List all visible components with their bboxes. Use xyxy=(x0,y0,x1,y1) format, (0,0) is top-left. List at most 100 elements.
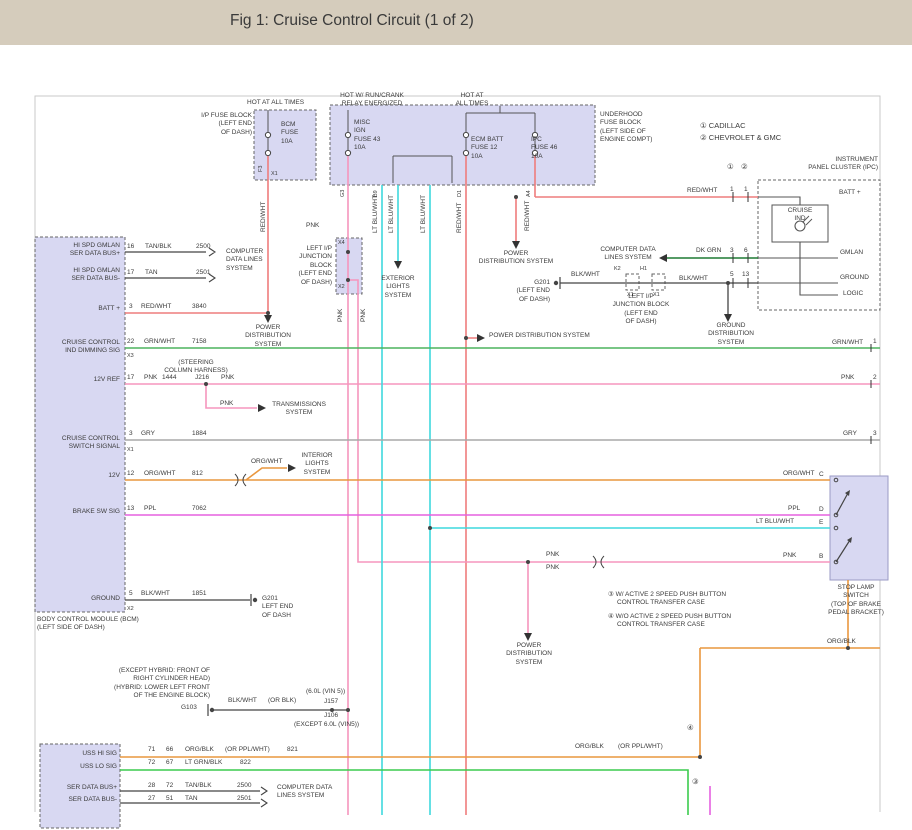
hot-at-all-times-2-label: HOT AT ALL TIMES xyxy=(455,92,489,108)
junction-j106-label: J106 xyxy=(324,712,339,719)
wire-label-ltbluwht-v3: LT BLU/WHT xyxy=(420,194,427,233)
circuit-3840: 3840 xyxy=(192,303,207,310)
wire-label-pnk-mid2: PNK xyxy=(546,564,560,571)
bcm-pin-22: 22 xyxy=(127,338,135,345)
arrow-computer-data-icon xyxy=(659,254,667,262)
bcm-pin-3: 3 xyxy=(129,303,133,310)
bcm-pin-12: 12 xyxy=(127,470,135,477)
arrow-ground-dist-icon xyxy=(724,314,732,322)
underhood-fuse-block-label: UNDERHOOD FUSE BLOCK (LEFT SIDE OF ENGIN… xyxy=(600,111,653,144)
figure-title: Fig 1: Cruise Control Circuit (1 of 2) xyxy=(230,12,474,29)
wire-label-grnwht-right: GRN/WHT xyxy=(832,339,864,346)
transmission-system-label: TRANSMISSIONS SYSTEM xyxy=(272,401,326,417)
bcm-signal-hispd-plus: HI SPD GMLAN SER DATA BUS+ xyxy=(69,242,120,258)
note-active-transfer-case: ③ W/ ACTIVE 2 SPEED PUSH BUTTON CONTROL … xyxy=(608,591,727,607)
wire-label-blkwht: BLK/WHT xyxy=(141,590,170,597)
terminal-g3-label: G3 xyxy=(340,189,346,197)
ipc-pin-3: 3 xyxy=(730,247,734,254)
arrow-power-dist-top-icon xyxy=(512,241,520,249)
wire-label-ppl-right: PPL xyxy=(788,505,801,512)
interior-lights-system-label: INTERIOR LIGHTS SYSTEM xyxy=(301,452,333,476)
bcm-connector-x3: X3 xyxy=(127,353,134,359)
connector-x1b-label: X1 xyxy=(653,292,660,298)
wire-label-pnk-stoplamp: PNK xyxy=(783,552,797,559)
pin-51: 51 xyxy=(166,795,174,802)
circuit-7158: 7158 xyxy=(192,338,207,345)
connector-x1-label: X1 xyxy=(271,171,278,177)
power-dist-system-left-label: POWER DISTRIBUTION SYSTEM xyxy=(245,324,291,348)
wire-label-orblk: (OR BLK) xyxy=(268,697,297,704)
bcm-pin-3b: 3 xyxy=(129,430,133,437)
connector-k2-label: K2 xyxy=(614,266,621,272)
computer-data-lines-bottom-label: COMPUTER DATA LINES SYSTEM xyxy=(277,784,333,800)
legend-chevrolet-gmc: ② CHEVROLET & GMC xyxy=(700,133,782,142)
inline-connector-icons xyxy=(234,473,605,569)
wire-label-blkwht-2: BLK/WHT xyxy=(679,275,708,282)
bcm-fuse-label: BCM FUSE 10A xyxy=(281,121,299,145)
wire-label-orgblk-mid: ORG/BLK xyxy=(575,743,604,750)
junction-j157-label: J157 xyxy=(324,698,339,705)
system-arrow-icons xyxy=(258,241,732,641)
stop-lamp-pin-b: B xyxy=(819,553,824,560)
ipc-title: INSTRUMENT PANEL CLUSTER (IPC) xyxy=(808,156,878,172)
pin-27: 27 xyxy=(148,795,156,802)
wire-label-orgblk: ORG/BLK xyxy=(185,746,214,753)
wire-label-orgwht-right: ORG/WHT xyxy=(783,470,815,477)
exterior-lights-system-label: EXTERIOR LIGHTS SYSTEM xyxy=(381,275,415,299)
wire-label-redwht: RED/WHT xyxy=(141,303,172,310)
uss-lo-sig-label: USS LO SIG xyxy=(80,763,117,770)
wire-label-pnk-v1: PNK xyxy=(337,308,344,322)
wire-label-blkwht-g103: BLK/WHT xyxy=(228,697,257,704)
stop-lamp-switch-contacts xyxy=(833,477,852,565)
circled-2-column-icon: ② xyxy=(741,162,748,171)
wire-label-tanblk: TAN/BLK xyxy=(145,243,172,250)
bcm-signal-12v: 12V xyxy=(108,472,120,479)
wire-label-orgwht: ORG/WHT xyxy=(144,470,176,477)
bottom-module-box xyxy=(39,743,121,829)
stop-lamp-pin-c: C xyxy=(819,471,824,478)
wire-label-ltgrnblk: LT GRN/BLK xyxy=(185,759,223,766)
ipc-pin-13: 13 xyxy=(742,271,750,278)
wire-label-gry-right: GRY xyxy=(843,430,857,437)
wire-label-or-pplwht-mid: (OR PPL/WHT) xyxy=(618,743,663,750)
bcm-connector-x2: X2 xyxy=(127,606,134,612)
connector-pin-ticks xyxy=(732,192,872,444)
wire-red-group xyxy=(125,156,758,815)
underhood-fuse-block-box xyxy=(329,104,596,186)
circuit-2500-bottom: 2500 xyxy=(237,782,252,789)
wire-label-pnk-mid1: PNK xyxy=(546,551,560,558)
hot-run-crank-label: HOT W/ RUN/CRANK RELAY ENERGIZED xyxy=(340,92,404,108)
stop-lamp-switch-box xyxy=(829,475,889,581)
wire-label-ltbluwht-right: LT BLU/WHT xyxy=(756,518,795,525)
uss-hi-sig-label: USS HI SIG xyxy=(82,750,117,757)
legend-cadillac: ① CADILLAC xyxy=(700,121,746,130)
connector-x4-label: X4 xyxy=(338,240,345,246)
ground-symbols xyxy=(207,277,561,716)
bcm-signal-cruise-switch: CRUISE CONTROL SWITCH SIGNAL xyxy=(61,435,120,451)
wire-orange-group xyxy=(120,467,880,758)
edge-pin-2: 2 xyxy=(873,374,877,381)
cruise-indicator-lamp-icon xyxy=(794,220,806,232)
pin-66: 66 xyxy=(166,746,174,753)
note-wo-active-transfer-case: ④ W/O ACTIVE 2 SPEED PUSH BUTTON CONTROL… xyxy=(608,613,732,629)
power-dist-system-bottom-label: POWER DISTRIBUTION SYSTEM xyxy=(506,642,552,666)
ipc-batt-label: BATT + xyxy=(839,189,861,196)
wire-label-pnk-v2: PNK xyxy=(360,308,367,322)
pin-67: 67 xyxy=(166,759,174,766)
ecm-batt-fuse-label: ECM BATT FUSE 12 10A xyxy=(471,136,504,160)
wire-label-pnk-ref2: PNK xyxy=(221,374,235,381)
wire-label-or-pplwht: (OR PPL/WHT) xyxy=(225,746,270,753)
stop-lamp-switch-caption: STOP LAMP SWITCH (TOP OF BRAKE PEDAL BRA… xyxy=(828,584,884,617)
ipc-logic-label: LOGIC xyxy=(843,290,864,297)
note-6-0l-vin5: (6.0L (VIN 5)) xyxy=(306,688,346,695)
pin-72: 72 xyxy=(148,759,156,766)
circuit-2501: 2501 xyxy=(196,269,211,276)
ipc-pin-1b: 1 xyxy=(744,186,748,193)
power-dist-system-mid-label: POWER DISTRIBUTION SYSTEM xyxy=(489,332,590,339)
g201-left-ground-icon xyxy=(252,597,258,603)
ground-dist-system-label: GROUND DISTRIBUTION SYSTEM xyxy=(708,322,754,346)
component-blocks xyxy=(34,104,881,829)
ip-fuse-block-label: I/P FUSE BLOCK (LEFT END OF DASH) xyxy=(201,112,252,136)
